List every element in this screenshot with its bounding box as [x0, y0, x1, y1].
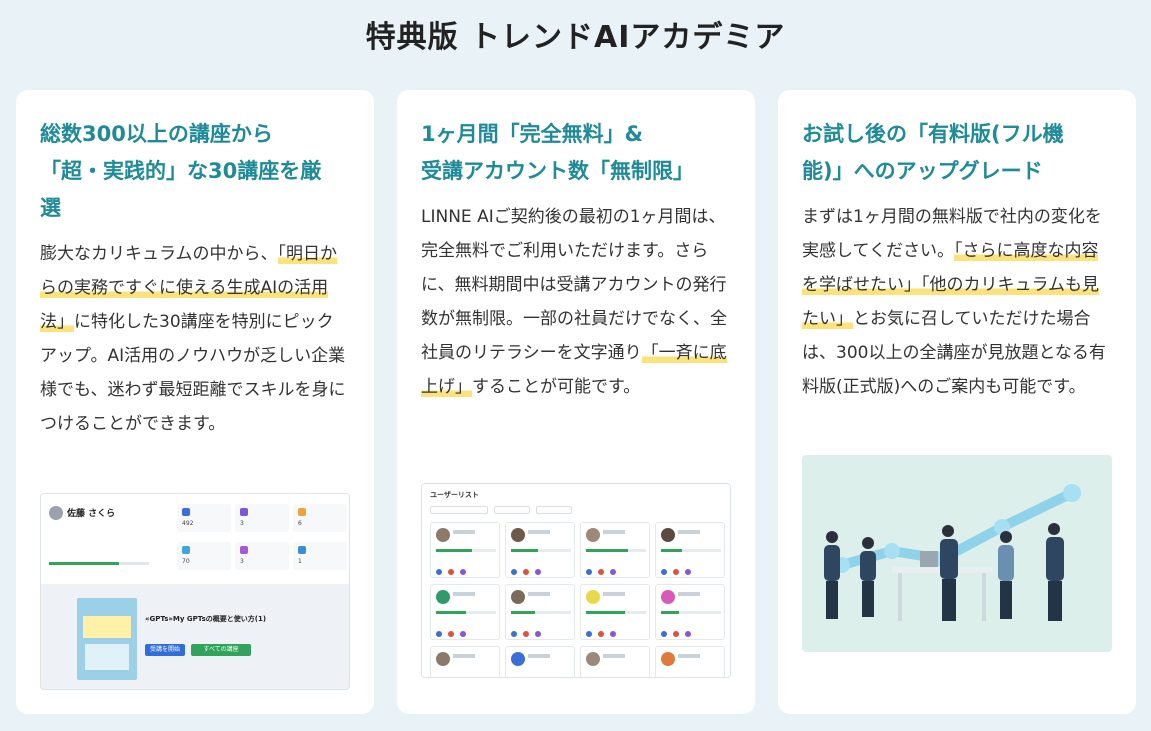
user-card: [430, 646, 500, 677]
user-card: [655, 584, 725, 640]
feature-card-free-trial: 1ヶ月間「完全無料」& 受講アカウント数「無制限」 LINNE AIご契約後の最…: [397, 90, 755, 714]
course-book-cover: [77, 598, 137, 680]
feature-card-curated-courses: 総数300以上の講座から 「超・実践的」な30講座を厳 選 膨大なカリキュラムの…: [16, 90, 374, 714]
user-card: [655, 646, 725, 677]
growth-chart-illustration: [824, 484, 1081, 621]
body-text: とお気に召していただけた場合は、300以上の全講座が見放題となる有料版(正式版)…: [802, 309, 1106, 397]
dashboard-screenshot: 佐藤 さくら 492 3 6 70 3 1 «GPTs»My GPTsの概要と使…: [40, 493, 350, 690]
user-card: [505, 584, 575, 640]
filter-select: [494, 506, 530, 514]
avatar: [49, 505, 63, 520]
user-card: [580, 584, 650, 640]
user-card: [505, 522, 575, 578]
card-heading: お試し後の「有料版(フル機 能)」へのアップグレード: [802, 122, 1064, 183]
user-card: [580, 646, 650, 677]
course-title: «GPTs»My GPTsの概要と使い方(1): [145, 615, 267, 623]
card-heading: 総数300以上の講座から 「超・実践的」な30講座を厳 選: [40, 122, 322, 220]
user-name: 佐藤 さくら: [67, 509, 116, 519]
business-growth-illustration: [802, 455, 1112, 652]
user-card: [505, 646, 575, 677]
user-card: [430, 584, 500, 640]
card-heading: 1ヶ月間「完全無料」& 受講アカウント数「無制限」: [421, 122, 694, 183]
body-text: に特化した30講座を特別にピックアップ。AI活用のノウハウが乏しい企業様でも、迷…: [40, 312, 346, 434]
card-body: LINNE AIご契約後の最初の1ヶ月間は、完全無料でご利用いただけます。さらに…: [421, 200, 731, 404]
page-title: 特典版 トレンドAIアカデミア: [365, 20, 786, 55]
body-text: することが可能です。: [472, 377, 641, 397]
body-text: 膨大なカリキュラムの中から、: [40, 244, 278, 264]
search-input: [430, 506, 488, 514]
user-card: [655, 522, 725, 578]
stat-tile: 6: [293, 504, 347, 532]
feature-card-upgrade: お試し後の「有料版(フル機 能)」へのアップグレード まずは1ヶ月間の無料版で社…: [778, 90, 1136, 714]
stat-tile: 3: [235, 542, 289, 570]
stat-tile: 70: [177, 542, 231, 570]
user-list-screenshot: ユーザーリスト: [421, 483, 731, 678]
user-list-title: ユーザーリスト: [430, 491, 479, 499]
start-course-button: 受講を開始: [145, 644, 185, 656]
card-body: まずは1ヶ月間の無料版で社内の変化を実感してください。「さらに高度な内容を学ばせ…: [802, 200, 1112, 404]
stat-tile: 3: [235, 504, 289, 532]
progress-bar: [49, 562, 149, 565]
body-text: まずは1ヶ月間の無料版で社内の変化を実感してください。: [802, 207, 1102, 261]
all-courses-button: すべての講座: [191, 644, 251, 656]
user-card: [430, 522, 500, 578]
filter-select: [536, 506, 572, 514]
user-card: [580, 522, 650, 578]
stat-tile: 1: [293, 542, 347, 570]
body-text: LINNE AIご契約後の最初の1ヶ月間は、完全無料でご利用いただけます。さらに…: [421, 207, 727, 363]
stat-tile: 492: [177, 504, 231, 532]
card-body: 膨大なカリキュラムの中から、「明日からの実務ですぐに使える生成AIの活用法」に特…: [40, 237, 350, 441]
profile-panel: 佐藤 さくら 492 3 6 70 3 1: [41, 494, 349, 584]
